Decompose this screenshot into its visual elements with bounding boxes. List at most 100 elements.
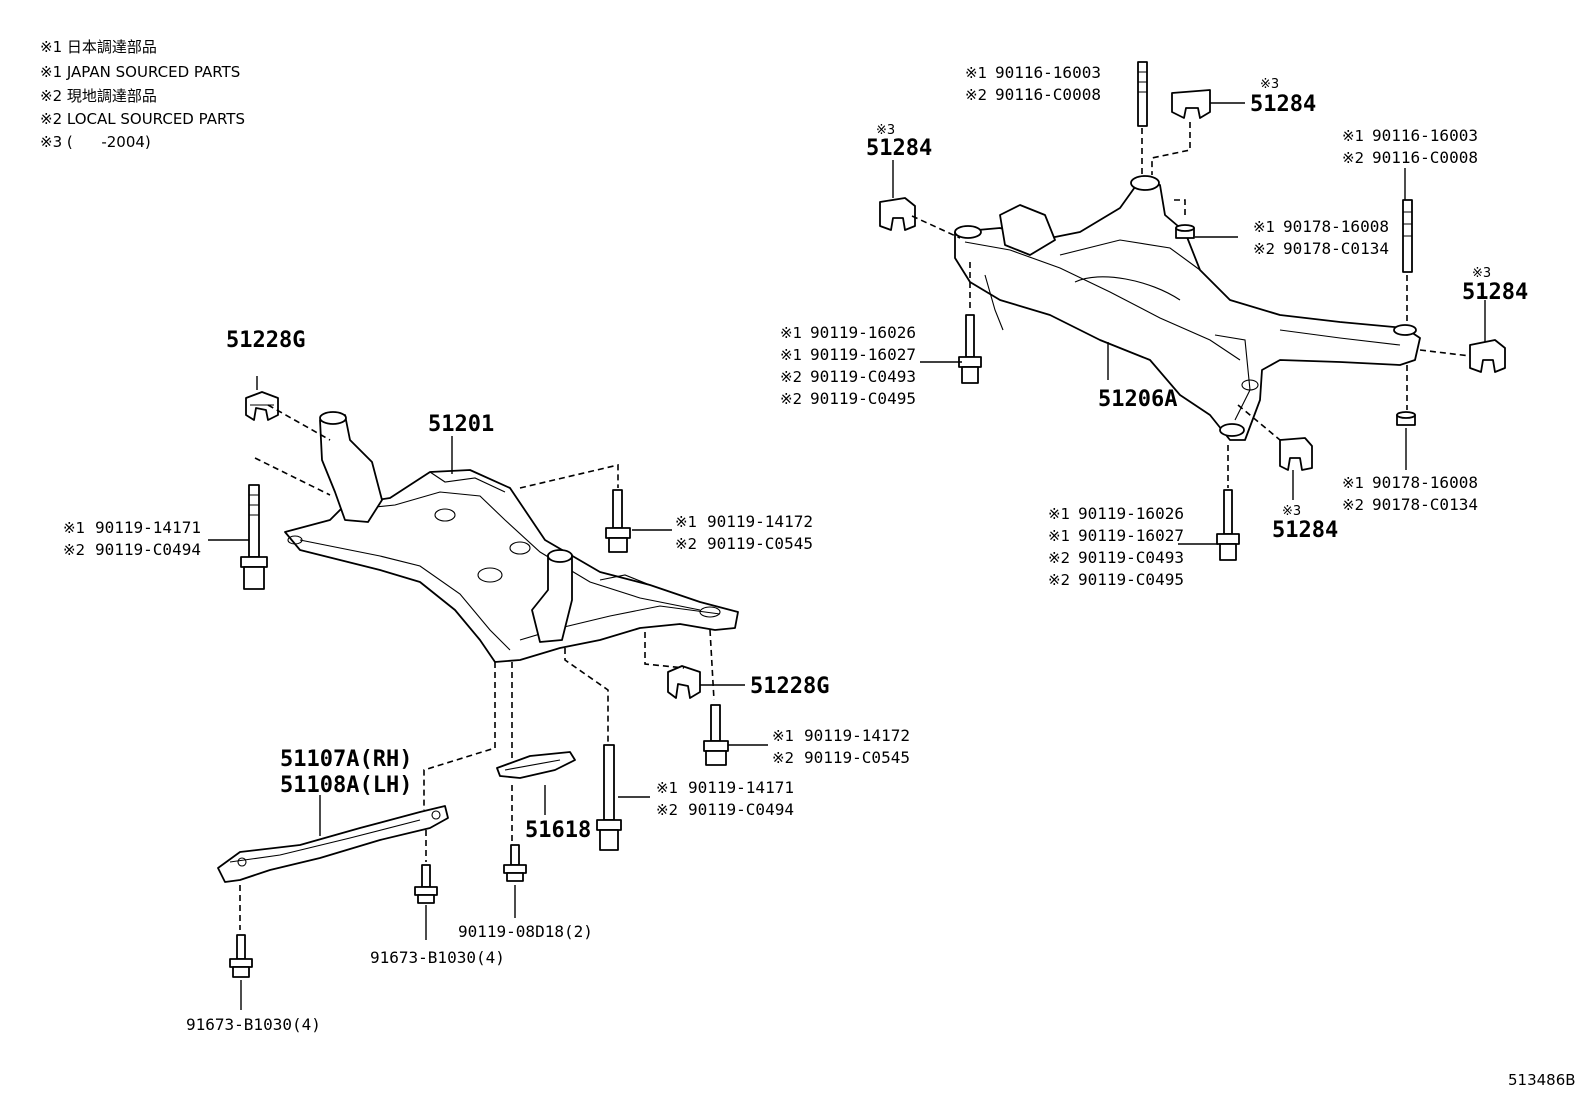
label-90119-c0493-left: 90119-C0493 [810, 367, 916, 386]
label-90119-16026-left: 90119-16026 [810, 323, 916, 342]
label-51201: 51201 [428, 412, 494, 437]
label-51107a: 51107A(RH) [280, 747, 412, 772]
legend-line-4: ※2 LOCAL SOURCED PARTS [40, 110, 245, 128]
label-90119-16027-left: 90119-16027 [810, 345, 916, 364]
label-90119-14171-left: 90119-14171 [95, 518, 201, 537]
cushion-51284-right [1469, 339, 1506, 373]
label-51108a: 51108A(LH) [280, 773, 412, 798]
plate-51618 [496, 751, 576, 779]
front-crossmember-drawing [284, 411, 739, 663]
bolt-91673-b1030-left [229, 934, 253, 978]
mark-1-left: ※1 [63, 519, 85, 537]
mark-2-center: ※2 [656, 801, 678, 819]
bolt-left-front [240, 484, 268, 590]
legend-line-1: ※1 日本調達部品 [40, 38, 157, 56]
mark-1-nut-top: ※1 [1253, 218, 1275, 236]
label-90119-c0493-bottom: 90119-C0493 [1078, 548, 1184, 567]
label-90119-c0494-left: 90119-C0494 [95, 540, 201, 559]
mark-2-nut-right: ※2 [1342, 496, 1364, 514]
mark-2-rear-bolt-c: ※2 [1048, 549, 1070, 567]
label-90119-16026-bottom: 90119-16026 [1078, 504, 1184, 523]
mark-2-front-upper: ※2 [675, 535, 697, 553]
label-90119-c0495-left: 90119-C0495 [810, 389, 916, 408]
legend-line-3: ※2 現地調達部品 [40, 87, 157, 105]
label-90178-16008-top: 90178-16008 [1283, 217, 1389, 236]
bolt-right-front-upper [605, 489, 631, 553]
label-90178-16008-right: 90178-16008 [1372, 473, 1478, 492]
bolt-90119-16026-left [958, 314, 982, 384]
label-90178-c0134-right: 90178-C0134 [1372, 495, 1478, 514]
mark-2-nut-top: ※2 [1253, 240, 1275, 258]
label-90178-c0134-top: 90178-C0134 [1283, 239, 1389, 258]
label-90119-c0495-bottom: 90119-C0495 [1078, 570, 1184, 589]
legend-line-5: ※3 ( -2004) [40, 133, 151, 151]
label-51228g-lower: 51228G [750, 674, 829, 699]
bolt-90119-08d18 [503, 844, 527, 882]
label-91673-b1030-left: 91673-B1030(4) [186, 1015, 321, 1034]
label-90119-c0494-center: 90119-C0494 [688, 800, 794, 819]
stud-90116-top [1137, 61, 1148, 127]
label-90116-c0008-right: 90116-C0008 [1372, 148, 1478, 167]
front-assembly-lines [239, 404, 715, 930]
label-51284-left: 51284 [866, 136, 932, 161]
cushion-51228g-lower [667, 665, 701, 699]
mark-1-rear-top: ※1 [965, 64, 987, 82]
cushion-51228g-upper [245, 391, 279, 421]
mark-3-right: ※3 [1472, 266, 1491, 281]
mark-2-rear-bolt-d: ※2 [1048, 571, 1070, 589]
front-leader-lines [208, 376, 768, 1010]
mark-1-rear-bolt-d: ※1 [1048, 527, 1070, 545]
label-51284-right: 51284 [1462, 280, 1528, 305]
mark-1-rear-right: ※1 [1342, 127, 1364, 145]
mark-3-bottom: ※3 [1282, 504, 1301, 519]
mark-2-rear-right: ※2 [1342, 149, 1364, 167]
cushion-51284-bottom [1279, 437, 1313, 471]
label-90116-16003-right: 90116-16003 [1372, 126, 1478, 145]
mark-3-left: ※3 [876, 123, 895, 138]
mark-1-rear-bolt-c: ※1 [1048, 505, 1070, 523]
bolt-91673-b1030-center [414, 864, 438, 904]
nut-90178-top [1175, 224, 1195, 239]
nut-90178-right [1396, 411, 1416, 426]
rear-leader-lines [892, 102, 1486, 545]
diagram-id: 513486B [1508, 1071, 1576, 1089]
label-90119-14171-center: 90119-14171 [688, 778, 794, 797]
label-90119-c0545-lower: 90119-C0545 [804, 748, 910, 767]
label-51228g-upper: 51228G [226, 328, 305, 353]
mark-2-rear-bolt-a: ※2 [780, 368, 802, 386]
label-51284-top: 51284 [1250, 92, 1316, 117]
bolt-90119-16026-bottom [1216, 489, 1240, 561]
label-90119-c0545-upper: 90119-C0545 [707, 534, 813, 553]
label-90119-16027-bottom: 90119-16027 [1078, 526, 1184, 545]
mark-1-center: ※1 [656, 779, 678, 797]
label-51284-bottom: 51284 [1272, 518, 1338, 543]
label-90119-14172-upper: 90119-14172 [707, 512, 813, 531]
label-51618: 51618 [525, 818, 591, 843]
label-90116-16003-top: 90116-16003 [995, 63, 1101, 82]
mark-1-front-lower: ※1 [772, 727, 794, 745]
label-90116-c0008-top: 90116-C0008 [995, 85, 1101, 104]
mark-2-rear-top: ※2 [965, 86, 987, 104]
mark-2-front-lower: ※2 [772, 749, 794, 767]
rear-crossmember-drawing [954, 175, 1421, 441]
brace-51107a-51108a [217, 805, 449, 883]
legend-line-2: ※1 JAPAN SOURCED PARTS [40, 63, 241, 81]
mark-1-nut-right: ※1 [1342, 474, 1364, 492]
bolt-right-front-lower [703, 704, 729, 766]
cushion-51284-top [1171, 89, 1211, 119]
mark-3-top: ※3 [1260, 77, 1279, 92]
mark-1-front-upper: ※1 [675, 513, 697, 531]
mark-2-left: ※2 [63, 541, 85, 559]
stud-90116-right [1402, 199, 1413, 273]
label-90119-08d18: 90119-08D18(2) [458, 922, 593, 941]
label-91673-b1030-center: 91673-B1030(4) [370, 948, 505, 967]
mark-2-rear-bolt-b: ※2 [780, 390, 802, 408]
label-90119-14172-lower: 90119-14172 [804, 726, 910, 745]
mark-1-rear-bolt-a: ※1 [780, 324, 802, 342]
label-51206a: 51206A [1098, 387, 1177, 412]
mark-1-rear-bolt-b: ※1 [780, 346, 802, 364]
cushion-51284-left [879, 197, 916, 231]
rear-assembly-lines [911, 122, 1471, 488]
